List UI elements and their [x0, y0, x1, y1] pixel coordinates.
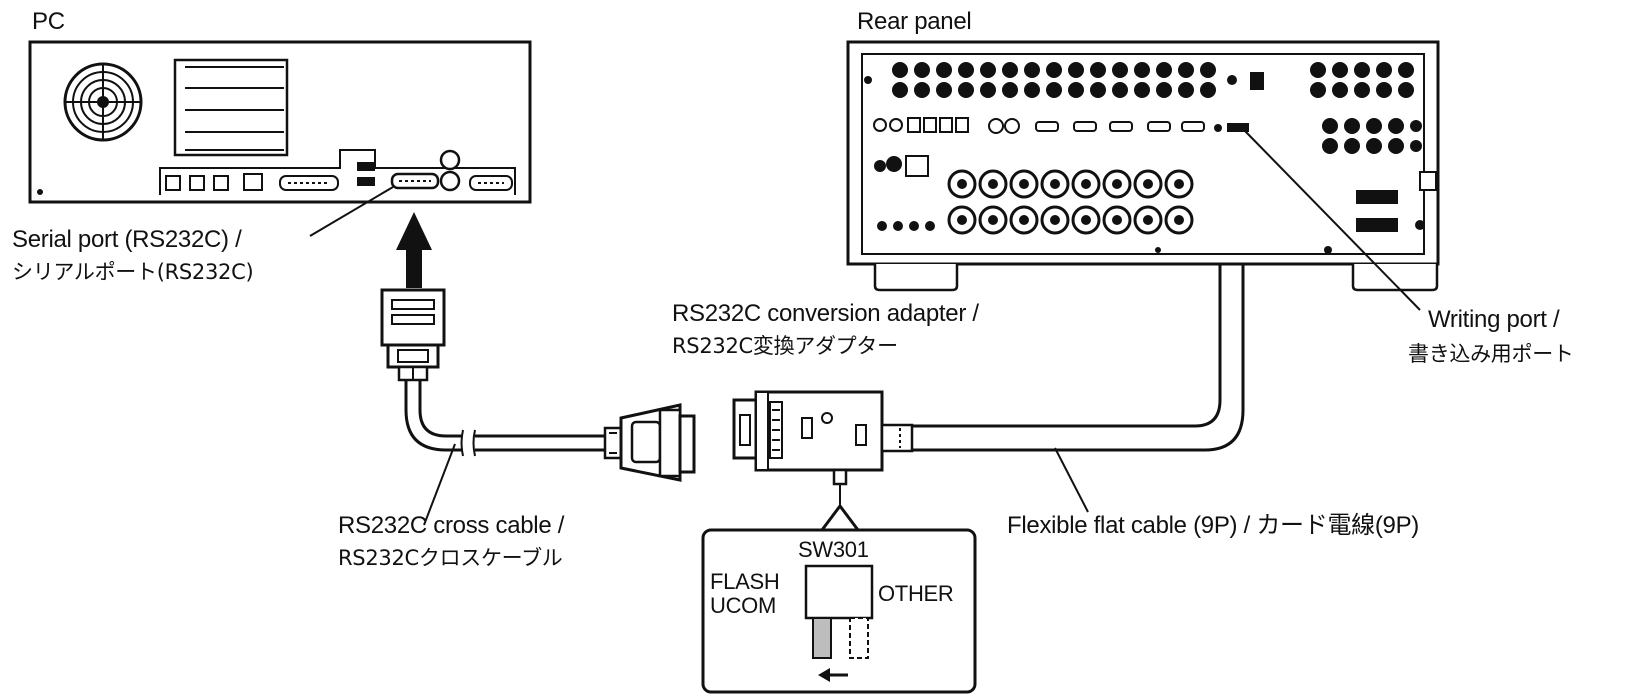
rs232c-cross-cable [382, 290, 694, 480]
rear-panel-unit [848, 42, 1438, 290]
switch-name-label: SW301 [798, 538, 869, 562]
flat-cable-leader [1055, 448, 1088, 512]
flat-cable-label: Flexible flat cable (9P) / カード電線(9P) [1007, 512, 1419, 540]
switch-other-label: OTHER [878, 582, 954, 606]
adapter-label-jp: RS232C変換アダプター [672, 332, 898, 360]
serial-port-label-jp: シリアルポート(RS232C) [12, 258, 253, 286]
adapter-label: RS232C conversion adapter / [672, 300, 979, 328]
switch-ucom-label: UCOM [710, 594, 776, 618]
writing-port [1228, 124, 1248, 131]
writing-port-label-jp: 書き込み用ポート [1408, 340, 1574, 368]
arrow-up-icon [396, 212, 432, 288]
pc-serial-port [392, 174, 438, 188]
pc-unit [30, 42, 530, 202]
sw301-slider-flash [813, 618, 831, 658]
rs232c-conversion-adapter [734, 392, 912, 484]
writing-port-label: Writing port / [1428, 306, 1559, 334]
fan-grille-icon [65, 64, 141, 140]
cross-cable-label: RS232C cross cable / [338, 512, 564, 540]
sw301-slider-other [850, 618, 868, 658]
cross-cable-label-jp: RS232Cクロスケーブル [338, 544, 563, 572]
serial-port-label: Serial port (RS232C) / [12, 226, 242, 254]
pc-label: PC [32, 8, 65, 36]
drive-bay-area [175, 60, 287, 155]
sw301-switch-body [806, 566, 872, 618]
rear-panel-label: Rear panel [857, 8, 971, 36]
switch-flash-label: FLASH [710, 570, 779, 594]
